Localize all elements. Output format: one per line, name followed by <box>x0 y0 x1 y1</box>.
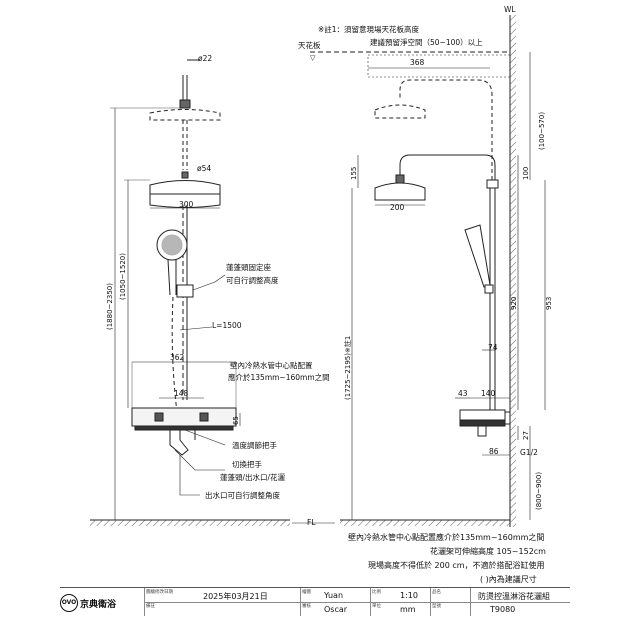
dim-800-900: (800~900) <box>535 472 543 510</box>
dim-hose-length: L=1500 <box>212 321 242 330</box>
dim-27: 27 <box>522 431 530 440</box>
note-ceiling-2: 建議預留淨空間（50~100）以上 <box>370 37 483 47</box>
value-product: 防燙控溫淋浴花灑組 <box>478 592 550 601</box>
note-line-2: 花灑架可伸縮高度 105~152cm <box>430 547 546 556</box>
value-checker: Oscar <box>324 605 348 614</box>
value-date: 2025年03月21日 <box>203 592 268 601</box>
label-wall-line: WL <box>504 5 516 14</box>
label-temp-handle: 溫度調節把手 <box>232 440 277 450</box>
label-holder-1: 蓮蓬頭固定座 <box>226 262 271 272</box>
label-holder-2: 可自行調整高度 <box>226 275 279 285</box>
label-ceiling: 天花板 <box>298 40 321 50</box>
label-drawer: 繪圖 <box>302 590 311 595</box>
label-g12: G1/2 <box>520 448 538 457</box>
label-position-2: 應介於135mm~160mm之間 <box>228 372 330 382</box>
label-checker: 審核 <box>302 604 311 609</box>
front-view <box>90 59 290 526</box>
dim-100: 100 <box>522 167 530 180</box>
dim-head-width: 300 <box>179 200 194 209</box>
value-scale: 1:10 <box>400 591 418 600</box>
logo-mark: OVO <box>60 594 78 612</box>
title-block: OVO 京典衛浴 圖繪修改日期 2025年03月21日 繪圖 Yuan 比例 1… <box>60 587 570 616</box>
label-switch-1: 切換把手 <box>232 459 262 469</box>
dim-86: 86 <box>489 447 499 456</box>
dim-155: 155 <box>350 167 358 180</box>
notes-block: 壁內冷熱水管中心點配置應介於135mm~160mm之間 花灑架可伸縮高度 105… <box>348 531 546 587</box>
label-switch-2: 蓮蓬頭/出水口/花灑 <box>220 472 286 482</box>
dim-200: 200 <box>390 203 405 212</box>
dim-920: 920 <box>510 297 518 310</box>
label-scale: 比例 <box>372 590 381 595</box>
label-date: 圖繪修改日期 <box>146 590 173 595</box>
dim-43: 43 <box>458 389 468 398</box>
value-unit: mm <box>400 605 416 614</box>
dim-1725-2195: (1725~2195)※註1 <box>343 336 352 400</box>
label-unit: 單位 <box>372 604 381 609</box>
dim-140: 140 <box>481 389 496 398</box>
dim-368: 368 <box>410 58 425 67</box>
label-remark: 備註 <box>146 604 155 609</box>
note-line-3: 現場高度不得低於 200 cm，不適於搭配浴缸使用 <box>368 561 545 570</box>
note-ceiling-1: ※註1：須留意現場天花板高度 <box>318 24 420 34</box>
dim-65: 65 <box>232 416 240 425</box>
dim-handshower-diameter: ø54 <box>197 164 211 173</box>
dim-adjust-height: (1050~1520) <box>119 253 127 300</box>
label-position-1: 壁內冷熱水管中心點配置 <box>230 360 313 370</box>
label-product: 品名 <box>432 590 441 595</box>
company-name: 京典衛浴 <box>80 600 117 610</box>
dim-953: 953 <box>545 297 553 310</box>
label-model: 型號 <box>432 604 441 609</box>
label-floor-line: FL <box>307 518 316 527</box>
label-spout-angle: 出水口可自行調整角度 <box>205 490 280 500</box>
dim-74: 74 <box>488 343 498 352</box>
dim-body-width: 362 <box>170 353 185 362</box>
value-drawer: Yuan <box>324 591 344 600</box>
dim-pipe-diameter: ø22 <box>198 54 212 63</box>
dim-handle-spacing: 148 <box>174 389 189 398</box>
value-model: T9080 <box>490 605 516 614</box>
dim-100-570: (100~570) <box>538 112 546 150</box>
dim-total-height: (1880~2350) <box>106 283 114 330</box>
ceiling-marker-icon: ▽ <box>310 54 316 62</box>
note-line-1: 壁內冷熱水管中心點配置應介於135mm~160mm之間 <box>348 533 545 542</box>
note-line-4: ( )內為建議尺寸 <box>480 575 537 584</box>
side-view <box>310 15 546 527</box>
